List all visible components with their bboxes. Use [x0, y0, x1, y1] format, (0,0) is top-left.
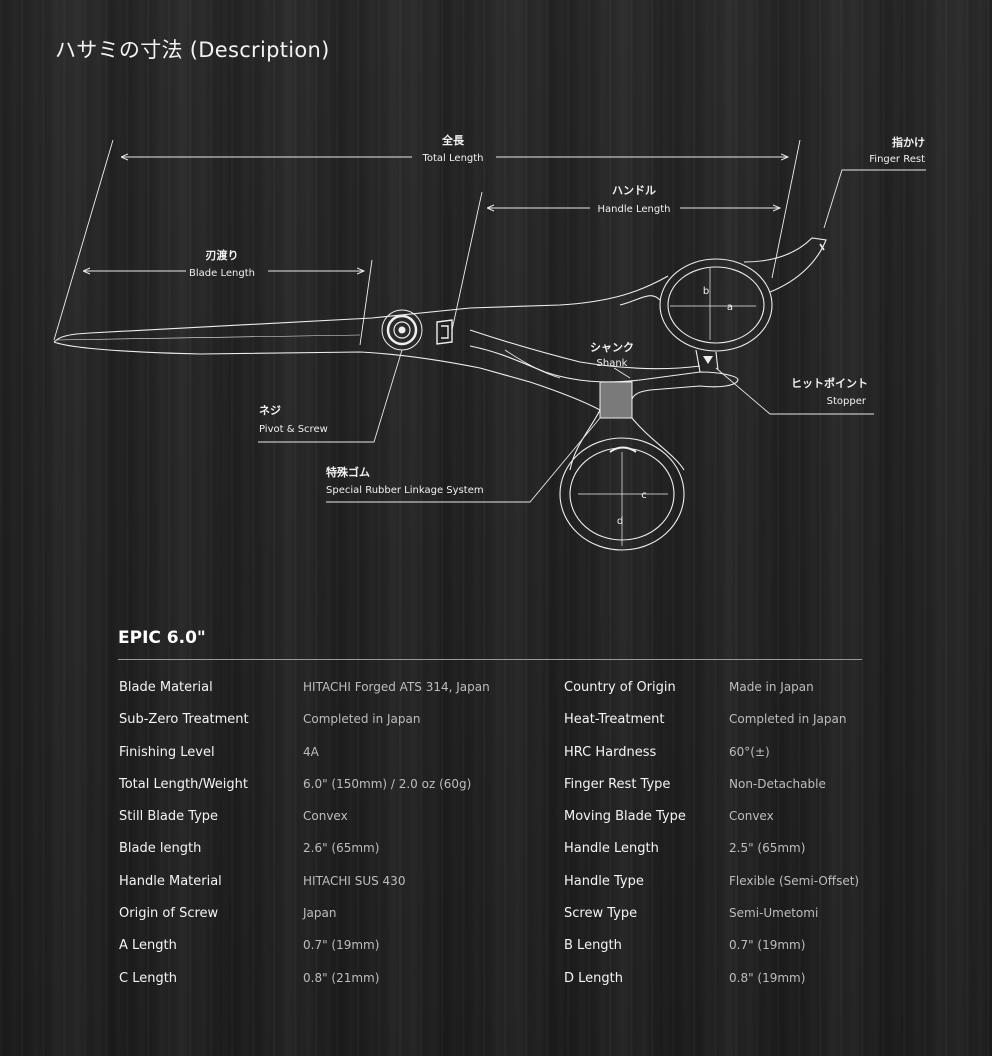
spec-value: 60°(±): [729, 744, 770, 759]
spec-value: 2.5" (65mm): [729, 841, 806, 856]
spec-value: Completed in Japan: [729, 712, 847, 727]
spec-value: 4A: [303, 744, 319, 759]
page-title: ハサミの寸法 (Description): [55, 38, 330, 62]
spec-label: Blade length: [119, 841, 202, 857]
spec-divider: [118, 659, 862, 660]
spec-label: Finishing Level: [119, 744, 215, 760]
shank-en: Shank: [597, 358, 628, 369]
spec-value: Non-Detachable: [729, 776, 826, 791]
stopper-en: Stopper: [827, 396, 867, 407]
spec-label: B Length: [564, 938, 622, 954]
blade-length-jp: 刃渡り: [206, 248, 239, 262]
spec-label: Finger Rest Type: [564, 776, 671, 792]
spec-value: Convex: [729, 809, 774, 824]
spec-label: Screw Type: [564, 906, 638, 922]
spec-label: C Length: [119, 970, 178, 986]
spec-label: HRC Hardness: [564, 744, 657, 760]
spec-value: 0.7" (19mm): [729, 938, 806, 953]
spec-row: Origin of Screw Japan Screw Type Semi-Umeto…: [118, 898, 878, 930]
shank-jp: シャンク: [590, 341, 634, 354]
ring-label-a: a: [727, 302, 733, 313]
spec-label: Total Length/Weight: [119, 776, 249, 792]
handle-length-en: Handle Length: [598, 204, 671, 215]
spec-row: Sub-Zero Treatment Completed in Japan Heat…: [118, 704, 878, 736]
spec-value: Made in Japan: [729, 680, 814, 694]
spec-value: 0.8" (21mm): [303, 970, 380, 985]
pivot-screw-en: Pivot & Screw: [259, 424, 328, 435]
scissors-outline: [53, 139, 827, 551]
ring-label-b: b: [703, 286, 709, 297]
spec-label: Handle Material: [119, 873, 222, 889]
spec-row: Still Blade Type Convex Moving Blade Type C…: [118, 801, 878, 833]
total-length-en: Total Length: [421, 153, 483, 164]
ring-label-d: d: [617, 516, 623, 527]
spec-value: 0.8" (19mm): [729, 970, 806, 985]
spec-row: Handle Material HITACHI SUS 430 Handle Typ…: [118, 866, 878, 898]
spec-value: HITACHI SUS 430: [303, 873, 406, 888]
spec-value: Japan: [303, 906, 337, 921]
spec-value: Semi-Umetomi: [729, 906, 819, 921]
spec-row: Finishing Level 4A HRC Hardness 60°(±): [118, 737, 878, 769]
spec-table: Blade Material HITACHI Forged ATS 314, Ja…: [118, 672, 878, 995]
handle-length-jp: ハンドル: [612, 184, 656, 197]
spec-value: 2.6" (65mm): [303, 841, 380, 856]
finger-rest-en: Finger Rest: [869, 154, 925, 165]
spec-row: Blade length 2.6" (65mm) Handle Length 2.5"…: [118, 833, 878, 865]
spec-row: C Length 0.8" (21mm) D Length 0.8" (19mm): [118, 963, 878, 995]
spec-label: Sub-Zero Treatment: [119, 712, 249, 728]
pivot-screw-jp: ネジ: [259, 404, 281, 417]
spec-value: Flexible (Semi-Offset): [729, 873, 860, 888]
finger-rest-jp: 指かけ: [892, 135, 925, 149]
spec-label: Handle Length: [564, 841, 659, 857]
spec-row: A Length 0.7" (19mm) B Length 0.7" (19mm): [118, 930, 878, 962]
spec-row: Blade Material HITACHI Forged ATS 314, Ja…: [118, 672, 878, 704]
blade-length-en: Blade Length: [189, 268, 255, 279]
spec-label: Handle Type: [564, 873, 644, 889]
spec-value: Convex: [303, 809, 348, 824]
spec-label: Heat-Treatment: [564, 712, 665, 728]
spec-label: Moving Blade Type: [564, 809, 686, 825]
spec-label: Country of Origin: [564, 680, 676, 695]
spec-value: Completed in Japan: [303, 712, 421, 727]
spec-label: Still Blade Type: [119, 809, 219, 825]
spec-value: 6.0" (150mm) / 2.0 oz (60g): [303, 776, 472, 791]
rubber-jp: 特殊ゴム: [326, 465, 370, 479]
spec-label: Blade Material: [119, 680, 213, 695]
spec-row: Total Length/Weight 6.0" (150mm) / 2.0 oz…: [118, 769, 878, 801]
rubber-en: Special Rubber Linkage System: [326, 485, 484, 496]
total-length-jp: 全長: [441, 133, 465, 147]
spec-label: D Length: [564, 970, 623, 986]
spec-label: Origin of Screw: [119, 906, 219, 922]
spec-title: EPIC 6.0": [118, 628, 206, 648]
ring-label-c: c: [641, 490, 647, 501]
spec-value: HITACHI Forged ATS 314, Japan: [303, 680, 490, 694]
spec-value: 0.7" (19mm): [303, 938, 380, 953]
stopper-jp: ヒットポイント: [791, 376, 868, 390]
spec-label: A Length: [119, 938, 177, 954]
scissors-diagram: 全長 Total Length ハンドル Handle Length 刃渡り B…: [53, 133, 926, 551]
